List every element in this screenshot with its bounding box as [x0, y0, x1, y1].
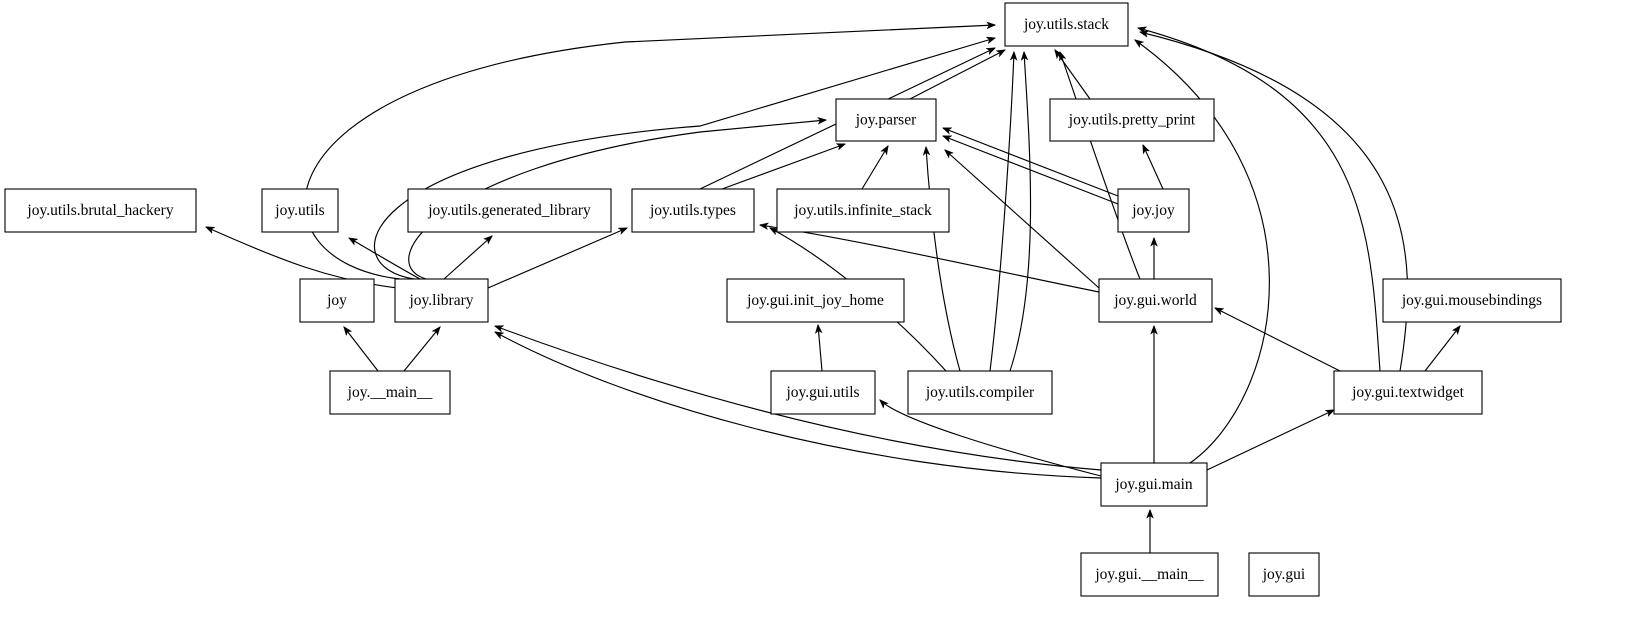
graph-node[interactable]: joy.gui.main: [1100, 462, 1208, 507]
node-box[interactable]: [1100, 462, 1208, 507]
node-box[interactable]: [299, 278, 375, 323]
graph-node[interactable]: joy.utils.pretty_print: [1049, 98, 1215, 142]
graph-node[interactable]: joy.utils: [261, 188, 339, 233]
node-label: joy.utils.types: [649, 202, 736, 219]
node-label: joy.joy: [1131, 202, 1175, 219]
node-label: joy.parser: [855, 112, 917, 129]
graph-edge: [304, 25, 995, 280]
graph-edge: [926, 147, 961, 372]
node-label: joy.gui.world: [1113, 292, 1197, 309]
graph-edge: [487, 227, 627, 289]
node-box[interactable]: [770, 370, 876, 415]
node-box[interactable]: [407, 188, 612, 233]
graph-edge: [1215, 308, 1341, 372]
graph-edge: [443, 236, 492, 280]
graph-node[interactable]: joy.joy: [1117, 188, 1190, 233]
graph-edge: [880, 400, 1102, 477]
graph-edge: [373, 38, 995, 280]
node-box[interactable]: [1080, 552, 1219, 597]
graph-node[interactable]: joy.__main__: [329, 370, 451, 415]
graph-edge: [943, 127, 1119, 197]
node-label: joy.__main__: [347, 384, 433, 401]
node-label: joy.utils.generated_library: [427, 202, 591, 219]
graph-edge: [861, 146, 888, 190]
node-box[interactable]: [726, 278, 905, 323]
graph-node[interactable]: joy.utils.stack: [1004, 2, 1129, 47]
node-label: joy: [326, 292, 347, 309]
node-label: joy.utils.brutal_hackery: [26, 202, 173, 219]
node-box[interactable]: [835, 98, 937, 142]
graph-edge: [495, 332, 1102, 479]
graph-node[interactable]: joy.utils.infinite_stack: [776, 188, 950, 233]
node-label: joy.utils.compiler: [925, 384, 1035, 401]
graph-node[interactable]: joy.library: [394, 278, 489, 323]
graph-node[interactable]: joy.gui.world: [1098, 278, 1213, 323]
graph-edge: [943, 135, 1119, 205]
graph-node[interactable]: joy: [299, 278, 375, 323]
graph-edge: [1143, 145, 1164, 190]
node-box[interactable]: [776, 188, 950, 233]
node-box[interactable]: [1382, 278, 1562, 323]
graph-node[interactable]: joy.utils.types: [631, 188, 755, 233]
graph-node[interactable]: joy.gui.init_joy_home: [726, 278, 905, 323]
graph-edge: [945, 150, 1100, 289]
node-label: joy.gui.textwidget: [1351, 384, 1464, 401]
node-box[interactable]: [631, 188, 755, 233]
nodes-layer: joy.utils.stack joy.parser joy.utils.prett…: [4, 2, 1562, 597]
node-label: joy.gui.mousebindings: [1401, 292, 1542, 309]
graph-edge: [1009, 52, 1032, 372]
node-label: joy.gui.__main__: [1094, 566, 1204, 583]
node-label: joy.gui.main: [1114, 476, 1193, 493]
node-label: joy.utils.infinite_stack: [793, 202, 932, 219]
graph-edge: [349, 238, 421, 280]
graph-edge: [909, 50, 1005, 100]
node-box[interactable]: [394, 278, 489, 323]
graph-node[interactable]: joy.gui.textwidget: [1333, 370, 1483, 415]
graph-edge: [818, 325, 823, 372]
graph-edge: [1424, 326, 1460, 372]
node-label: joy.library: [409, 292, 474, 309]
node-box[interactable]: [329, 370, 451, 415]
node-box[interactable]: [1248, 552, 1320, 597]
graph-node[interactable]: joy.gui.__main__: [1080, 552, 1219, 597]
graph-edge: [344, 327, 379, 372]
node-label: joy.utils: [274, 202, 324, 219]
graph-node[interactable]: joy.utils.brutal_hackery: [4, 188, 197, 233]
graph-node[interactable]: joy.gui: [1248, 552, 1320, 597]
node-box[interactable]: [261, 188, 339, 233]
graph-node[interactable]: joy.utils.compiler: [907, 370, 1053, 415]
graph-edge: [1055, 50, 1091, 100]
graph-edge: [1138, 28, 1381, 372]
node-box[interactable]: [1098, 278, 1213, 323]
graph-edge: [1060, 52, 1141, 280]
graph-edge: [403, 327, 440, 372]
graph-edge: [721, 144, 845, 190]
node-label: joy.utils.stack: [1023, 16, 1109, 33]
node-label: joy.gui.utils: [785, 384, 859, 401]
node-box[interactable]: [907, 370, 1053, 415]
graph-edge: [989, 52, 1014, 372]
node-label: joy.gui.init_joy_home: [746, 292, 884, 309]
graph-node[interactable]: joy.utils.generated_library: [407, 188, 612, 233]
graph-edge: [1206, 410, 1334, 471]
node-box[interactable]: [4, 188, 197, 233]
graph-node[interactable]: joy.gui.mousebindings: [1382, 278, 1562, 323]
node-label: joy.utils.pretty_print: [1068, 112, 1196, 129]
node-label: joy.gui: [1262, 566, 1306, 583]
graph-node[interactable]: joy.gui.utils: [770, 370, 876, 415]
node-box[interactable]: [1004, 2, 1129, 47]
node-box[interactable]: [1117, 188, 1190, 233]
node-box[interactable]: [1049, 98, 1215, 142]
graph-edge: [495, 326, 1102, 471]
node-box[interactable]: [1333, 370, 1483, 415]
graph-node[interactable]: joy.parser: [835, 98, 937, 142]
